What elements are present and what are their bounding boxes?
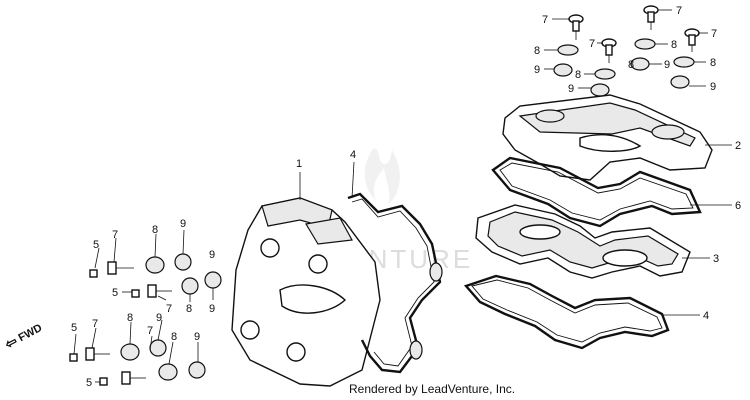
callout-7: 7 — [147, 325, 153, 337]
callout-9: 9 — [156, 312, 162, 324]
collar — [99, 377, 108, 386]
callout-7: 7 — [542, 14, 548, 26]
callout-9: 9 — [209, 249, 215, 261]
washer — [634, 38, 656, 50]
callout-8: 8 — [152, 224, 158, 236]
callout-4: 4 — [703, 310, 709, 322]
bolt — [147, 284, 172, 298]
bolt — [601, 38, 617, 63]
callout-3: 3 — [713, 253, 719, 265]
bolt — [643, 5, 659, 30]
callout-7: 7 — [92, 318, 98, 330]
grommet — [149, 339, 167, 357]
callout-8: 8 — [671, 39, 677, 51]
grommet — [174, 253, 192, 271]
callout-8: 8 — [575, 69, 581, 81]
callout-8: 8 — [127, 312, 133, 324]
head-cover-left — [231, 197, 381, 387]
washer — [158, 363, 178, 381]
hardware-bottom-left — [69, 253, 222, 386]
callout-9: 9 — [664, 59, 670, 71]
leader-lines — [73, 9, 732, 383]
grommet — [204, 271, 222, 289]
collar — [131, 289, 140, 298]
callout-9: 9 — [209, 303, 215, 315]
washer — [673, 56, 695, 68]
washer — [557, 44, 579, 56]
callout-7: 7 — [166, 303, 172, 315]
gasket-4-lower — [463, 274, 670, 350]
callout-8: 8 — [171, 331, 177, 343]
callout-6: 6 — [735, 200, 741, 212]
callout-4: 4 — [350, 149, 356, 161]
callout-7: 7 — [112, 229, 118, 241]
callout-5: 5 — [93, 239, 99, 251]
grommet — [553, 63, 573, 77]
callout-8: 8 — [710, 57, 716, 69]
callout-7: 7 — [589, 38, 595, 50]
callout-9: 9 — [710, 81, 716, 93]
washer — [594, 68, 616, 80]
callout-9: 9 — [180, 218, 186, 230]
render-credit: Rendered by LeadVenture, Inc. — [349, 382, 516, 396]
head-cover-right — [502, 94, 713, 181]
bolt — [121, 371, 146, 385]
grommet — [590, 83, 610, 97]
callout-7: 7 — [676, 5, 682, 17]
gasket-6 — [491, 156, 702, 228]
callout-9: 9 — [534, 64, 540, 76]
callout-7: 7 — [711, 28, 717, 40]
callout-8: 8 — [186, 303, 192, 315]
callout-1: 1 — [296, 158, 302, 170]
grommet — [670, 75, 690, 89]
washer — [181, 277, 199, 295]
collar — [89, 269, 98, 278]
callout-9: 9 — [568, 83, 574, 95]
callout-5: 5 — [86, 377, 92, 389]
gasket-4-upper — [347, 192, 443, 374]
hardware-top-right — [553, 5, 700, 97]
callout-5: 5 — [112, 287, 118, 299]
callout-5: 5 — [71, 322, 77, 334]
watermark-flame-icon — [364, 148, 400, 205]
callout-8: 8 — [628, 59, 634, 71]
washer — [120, 343, 140, 361]
bolt — [568, 14, 584, 40]
gasket-3 — [475, 204, 691, 279]
bolt — [107, 261, 134, 275]
bolt — [684, 28, 700, 52]
callout-labels: 7 7 7 7 8 8 8 8 8 9 9 9 9 2 6 3 4 1 4 7 … — [71, 5, 741, 389]
callout-9: 9 — [194, 331, 200, 343]
washer — [145, 256, 165, 274]
grommet — [188, 361, 206, 379]
bolt — [85, 347, 110, 361]
callout-8: 8 — [534, 45, 540, 57]
collar — [69, 353, 78, 362]
callout-2: 2 — [735, 140, 741, 152]
